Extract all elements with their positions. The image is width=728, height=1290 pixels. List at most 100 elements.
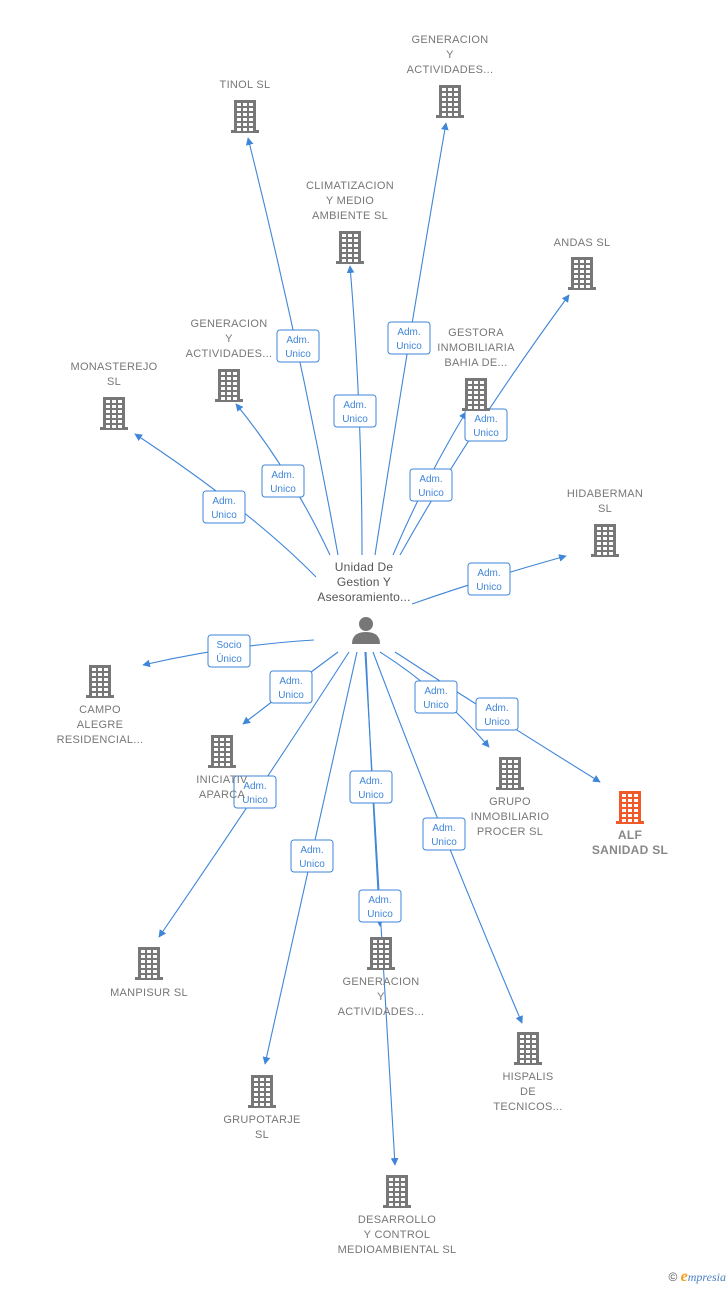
node-generacion-mid[interactable]: GENERACIONYACTIVIDADES...: [186, 318, 273, 402]
building-window: [354, 234, 358, 237]
node-label: GRUPO: [489, 796, 531, 808]
building-window: [214, 738, 218, 741]
edge-label-iniciativas[interactable]: Adm.Unico: [269, 670, 313, 704]
edge-label-hispalis[interactable]: Adm.Unico: [422, 817, 466, 851]
building-window: [502, 770, 506, 773]
building-window: [385, 955, 389, 958]
edge-label-generacion-bottom[interactable]: Adm.Unico: [349, 770, 393, 804]
building-window: [98, 673, 102, 676]
building-icon[interactable]: [462, 378, 490, 411]
edge-label-grupotarje[interactable]: Adm.Unico: [290, 839, 334, 873]
building-window: [468, 391, 472, 394]
building-icon[interactable]: [568, 257, 596, 290]
node-andas[interactable]: ANDAS SL: [554, 237, 611, 290]
edge-label-monasterejo[interactable]: Adm.Unico: [202, 490, 246, 524]
building-window: [141, 955, 145, 958]
building-icon[interactable]: [208, 735, 236, 768]
building-window: [526, 1035, 530, 1038]
building-icon[interactable]: [336, 231, 364, 264]
edge-label-generacion-top[interactable]: Adm.Unico: [387, 321, 431, 355]
building-icon[interactable]: [383, 1175, 411, 1208]
building-window: [514, 770, 518, 773]
edge-label-text: Adm.: [474, 414, 497, 425]
building-window: [233, 377, 237, 380]
building-window: [147, 950, 151, 953]
building-window: [106, 420, 110, 423]
building-window: [342, 234, 346, 237]
building-window: [260, 1098, 264, 1101]
building-window: [147, 965, 151, 968]
building-icon[interactable]: [248, 1075, 276, 1108]
node-manpisur[interactable]: MANPISUR SL: [110, 947, 188, 999]
node-label: RESIDENCIAL...: [57, 734, 144, 746]
building-window: [609, 547, 613, 550]
node-hispalis[interactable]: HISPALISDETECNICOS...: [493, 1032, 562, 1113]
building-window: [580, 265, 584, 268]
building-window: [233, 372, 237, 375]
building-icon[interactable]: [616, 791, 644, 824]
building-window: [220, 738, 224, 741]
node-label: PROCER SL: [477, 826, 543, 838]
building-icon[interactable]: [215, 369, 243, 402]
edge-label-box: [269, 670, 313, 704]
edge-label-manpisur[interactable]: Adm.Unico: [233, 775, 277, 809]
node-generacion-bottom[interactable]: GENERACIONYACTIVIDADES...: [338, 937, 425, 1018]
building-window: [508, 765, 512, 768]
building-window: [442, 108, 446, 111]
building-window: [104, 688, 108, 691]
node-campo-alegre[interactable]: CAMPOALEGRERESIDENCIAL...: [57, 665, 144, 746]
edge-label-grupo-procer[interactable]: Adm.Unico: [414, 680, 458, 714]
building-icon[interactable]: [100, 397, 128, 430]
building-window: [389, 1178, 393, 1181]
edge-label-hidaberman[interactable]: Adm.Unico: [467, 562, 511, 596]
building-window: [508, 785, 512, 788]
building-window: [227, 397, 231, 400]
building-window: [141, 970, 145, 973]
building-window: [603, 527, 607, 530]
node-generacion-top[interactable]: GENERACIONYACTIVIDADES...: [407, 34, 494, 118]
building-icon[interactable]: [135, 947, 163, 980]
building-window: [586, 260, 590, 263]
node-tinol[interactable]: TINOL SL: [220, 79, 271, 133]
edge-label-text: Adm.: [359, 776, 382, 787]
building-window: [237, 113, 241, 116]
edge-label-generacion-mid[interactable]: Adm.Unico: [261, 464, 305, 498]
building-window: [260, 1093, 264, 1096]
edge-label-alf-sanidad[interactable]: Adm.Unico: [475, 697, 519, 731]
building-window: [153, 960, 157, 963]
building-window: [118, 405, 122, 408]
building-window: [468, 401, 472, 404]
building-icon[interactable]: [436, 85, 464, 118]
building-icon[interactable]: [514, 1032, 542, 1065]
building-window: [214, 763, 218, 766]
building-window: [514, 760, 518, 763]
edge-label-climatizacion[interactable]: Adm.Unico: [333, 394, 377, 428]
building-icon[interactable]: [86, 665, 114, 698]
edge-label-gestora[interactable]: Adm.Unico: [409, 468, 453, 502]
edge-label-tinol[interactable]: Adm.Unico: [276, 329, 320, 363]
building-window: [233, 387, 237, 390]
building-window: [249, 128, 253, 131]
building-window: [92, 683, 96, 686]
building-window: [480, 386, 484, 389]
building-icon[interactable]: [496, 757, 524, 790]
building-icon[interactable]: [367, 937, 395, 970]
empresia-logo[interactable]: empresia: [681, 1268, 726, 1285]
building-icon[interactable]: [591, 524, 619, 557]
edge-label-desarrollo[interactable]: Adm.Unico: [358, 889, 402, 923]
building-window: [514, 775, 518, 778]
building-window: [354, 259, 358, 262]
building-icon[interactable]: [231, 100, 259, 133]
edge-label-andas[interactable]: Adm.Unico: [464, 408, 508, 442]
